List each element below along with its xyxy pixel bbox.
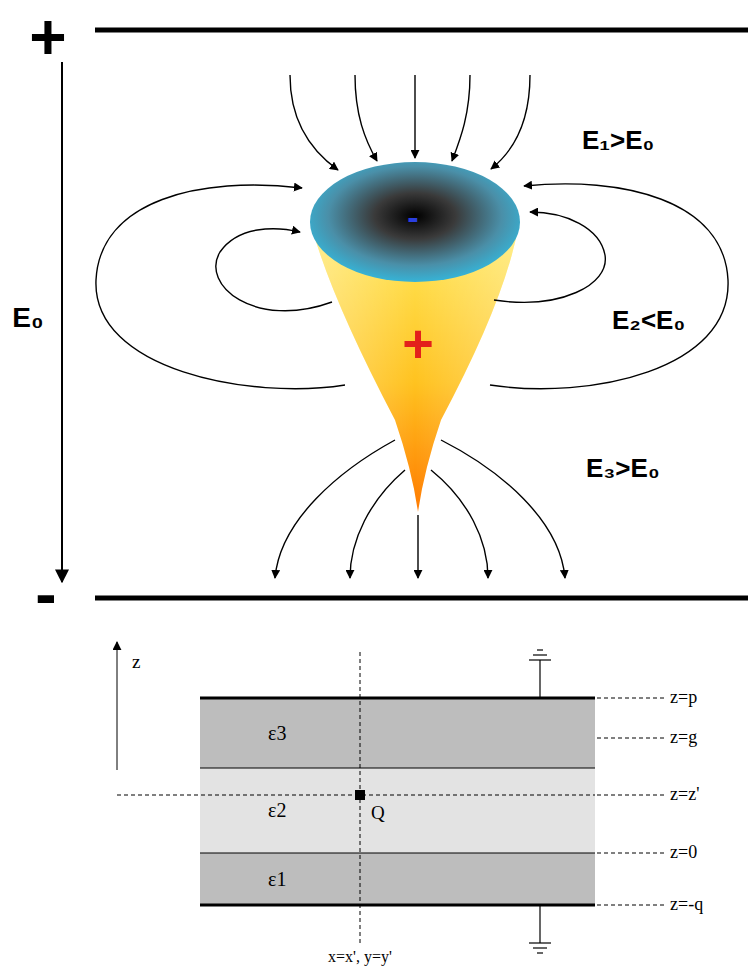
polarity-sign: - — [35, 559, 56, 629]
layer-label: ε1 — [268, 868, 286, 891]
polarity-sign: + — [29, 2, 66, 72]
axis-label: z — [132, 652, 140, 673]
ground-symbol — [529, 905, 551, 953]
positive-cone — [312, 228, 518, 512]
ground-symbol — [529, 650, 551, 698]
position-label: z=p — [670, 688, 697, 708]
charge-sign: + — [402, 314, 434, 373]
dielectric-layer: ε2 — [200, 768, 595, 853]
field-arrow — [61, 62, 63, 582]
position-label: z=-q — [670, 895, 703, 915]
dielectric-layer: ε3 — [200, 698, 595, 768]
position-label: z=0 — [670, 843, 697, 863]
field-lines — [96, 75, 728, 578]
dielectric-layer: ε1 — [200, 853, 595, 905]
position-label: z=g — [670, 728, 697, 748]
position-label: z=z' — [670, 785, 699, 805]
layer-label: ε3 — [268, 722, 286, 745]
field-label: E₃>E₀ — [586, 454, 660, 483]
layer-boundaries — [200, 698, 595, 905]
bottom-plate — [95, 596, 748, 601]
field-label: E₁>E₀ — [582, 126, 654, 155]
field-label: E₀ — [12, 303, 43, 334]
charge-point — [355, 790, 365, 800]
position-label: x=x', y=y' — [328, 948, 392, 966]
field-label: E₂<E₀ — [612, 306, 685, 335]
dashed-guides — [117, 652, 664, 943]
charge-sign: - — [407, 199, 418, 236]
top-plate — [95, 28, 748, 33]
charge-label: Q — [371, 803, 385, 824]
z-axis — [117, 642, 118, 770]
negative-cloud-top — [310, 162, 520, 282]
layer-label: ε2 — [268, 799, 286, 822]
